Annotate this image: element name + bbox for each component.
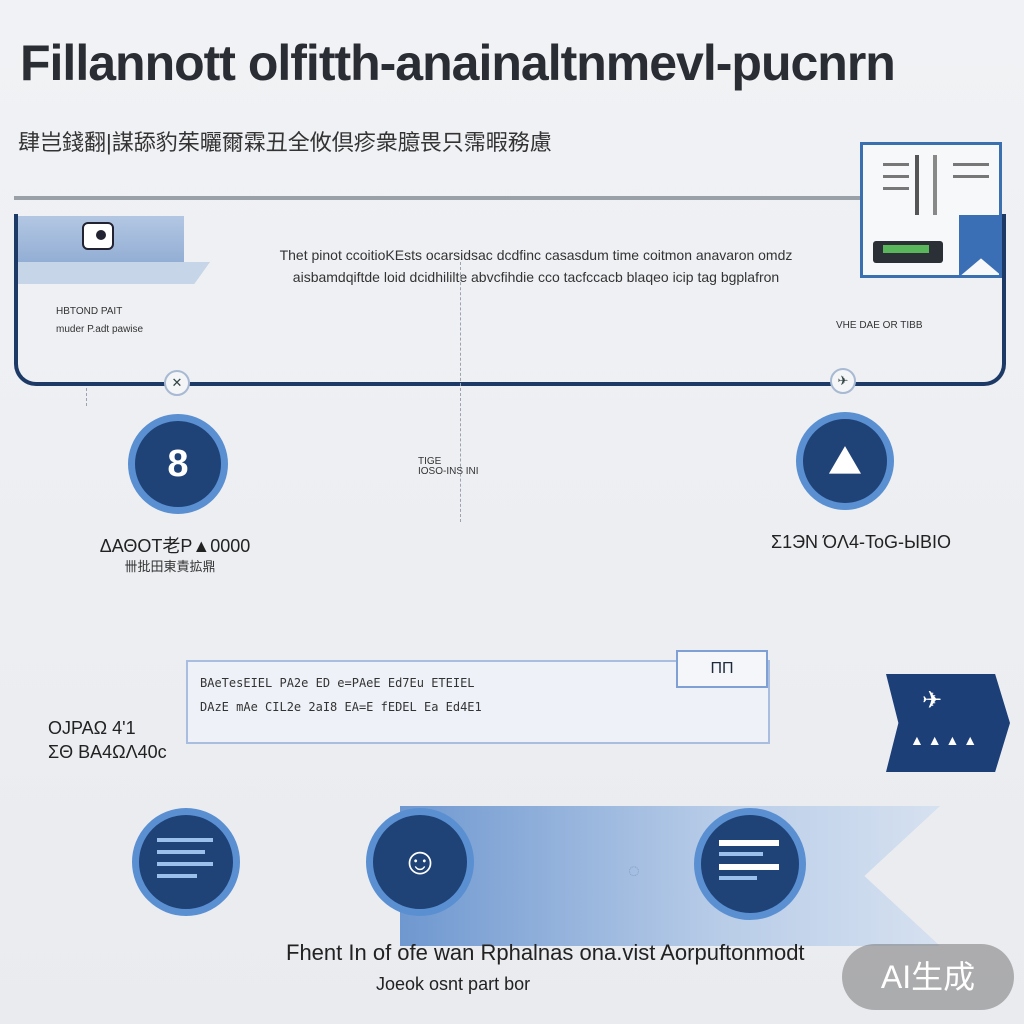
bird-icon: 8	[167, 443, 189, 485]
fish-icon: ◌	[628, 860, 640, 882]
center-label-1: TIGE	[418, 456, 442, 467]
footer-line-1: Fhent In of ofe wan Rphalnas ona.vist Ao…	[286, 940, 805, 965]
milestone-right-caption: Σ1ЭΝ ΌΛ4-ΤοG-ЫΒΙΟ	[770, 532, 951, 552]
process-strip	[186, 660, 770, 744]
panel-left-label-2: muder P.adt pawise	[56, 324, 144, 335]
bottom-circle-document	[694, 808, 806, 920]
process-strip-tag: ΠΠ	[676, 650, 768, 688]
panel-left-label-1: HBTOND PAIT	[56, 306, 123, 317]
center-label-2: IOSO-INS INI	[418, 466, 479, 477]
bottom-circle-person: ☺	[366, 808, 474, 916]
milestone-left-caption: ΔΑΘΟΤ老P▲0000	[99, 536, 251, 556]
milestone-left-circle: 8	[128, 414, 228, 514]
ai-generated-watermark: AI生成	[842, 944, 1014, 1010]
panel-tab-shadow	[14, 262, 210, 284]
page-subtitle: 肆岂錢翻|謀舔豹茱曬爾霖丑全攸倶疹衆臆畏只霈暇務慮	[18, 130, 552, 155]
footer-line-2: Joeok osnt part bor	[376, 974, 531, 994]
panel-description: Thet pinot ccoitioKEsts ocarsidsac dcdfi…	[279, 247, 793, 285]
document-thumbnail	[860, 142, 1003, 278]
mountain-icon: ⛰	[829, 440, 861, 482]
milestone-right-circle: ⛰	[796, 412, 894, 510]
camera-icon	[82, 222, 114, 250]
airplane-badge: ✈ ▲ ▲ ▲ ▲	[886, 674, 1010, 772]
panel-right-label: VHE DAE OR TIBB	[836, 320, 923, 331]
milestone-left-sub: 卌批田東責拡鼎	[124, 559, 216, 574]
badge-dots: ▲ ▲ ▲ ▲	[910, 732, 978, 748]
timeline-node-left: ✕	[164, 370, 190, 396]
list-icon	[151, 832, 221, 892]
bottom-ribbon	[400, 806, 940, 946]
header-divider	[14, 196, 862, 200]
airplane-icon: ✈	[922, 687, 943, 714]
timeline-panel	[14, 214, 1006, 386]
page-title: Fillannott olfitth-anainaltnmevl-pucnrn	[20, 35, 896, 91]
bottom-circle-list	[132, 808, 240, 916]
timeline-node-right: ✈	[830, 368, 856, 394]
left-tick	[86, 388, 87, 406]
strip-side-label-1: ΟJΡΑΩ 4'1	[48, 718, 136, 738]
process-strip-row-2: DAzE mAe CIL2e 2aI8 EA=E fEDEL Ea Ed4E1	[200, 700, 482, 714]
person-icon: ☺	[400, 841, 440, 883]
center-guide-line	[460, 262, 461, 522]
document-icon	[715, 834, 785, 894]
process-strip-row-1: BAeTesEIEL PA2e ED e=PAeE Ed7Eu ETEIEL	[200, 676, 475, 690]
strip-side-label-2: ΣΘ ΒΑ4ΩΛ40c	[48, 742, 167, 762]
